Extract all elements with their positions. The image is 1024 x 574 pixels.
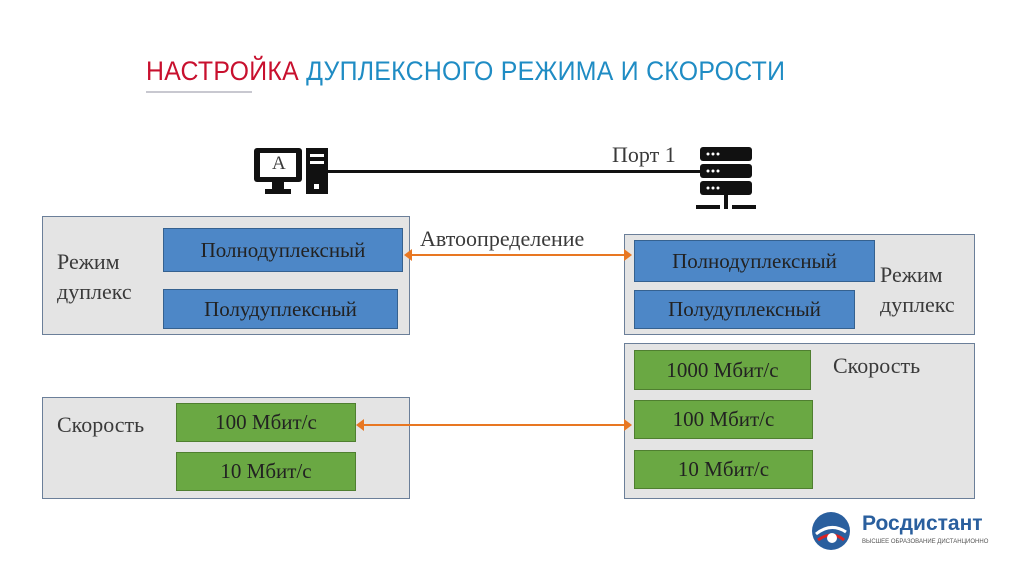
port-label: Порт 1: [612, 142, 676, 167]
computer-icon: [252, 146, 330, 196]
logo-icon: [810, 510, 852, 552]
left-speed-label: Скорость: [57, 412, 145, 437]
duplex-arrow: [404, 249, 632, 261]
right-full-duplex-button[interactable]: Полнодуплексный: [634, 240, 875, 282]
right-speed-10-button[interactable]: 10 Мбит/с: [634, 450, 813, 489]
autonegotiation-label: Автоопределение: [420, 226, 585, 251]
left-full-duplex-button[interactable]: Полнодуплексный: [163, 228, 403, 272]
left-speed-10-button[interactable]: 10 Мбит/с: [176, 452, 356, 491]
title-underline: [146, 91, 252, 93]
logo-tagline: ВЫСШЕЕ ОБРАЗОВАНИЕ ДИСТАНЦИОННО: [862, 539, 989, 545]
right-half-duplex-button[interactable]: Полудуплексный: [634, 290, 855, 329]
right-speed-100-button[interactable]: 100 Мбит/с: [634, 400, 813, 439]
network-cable: [328, 170, 700, 173]
right-speed-label: Скорость: [833, 353, 921, 378]
pc-label: A: [272, 153, 286, 174]
speed-arrow: [356, 419, 632, 431]
left-speed-100-button[interactable]: 100 Мбит/с: [176, 403, 356, 442]
switch-icon: [696, 147, 756, 211]
right-speed-1000-button[interactable]: 1000 Мбит/с: [634, 350, 811, 390]
left-duplex-label: Режим дуплекс: [57, 249, 132, 304]
right-duplex-label: Режим дуплекс: [880, 262, 955, 317]
left-half-duplex-button[interactable]: Полудуплексный: [163, 289, 398, 329]
logo-name: Росдистант: [862, 512, 983, 535]
page-title: НАСТРОЙКА ДУПЛЕКСНОГО РЕЖИМА И СКОРОСТИ: [146, 56, 786, 86]
